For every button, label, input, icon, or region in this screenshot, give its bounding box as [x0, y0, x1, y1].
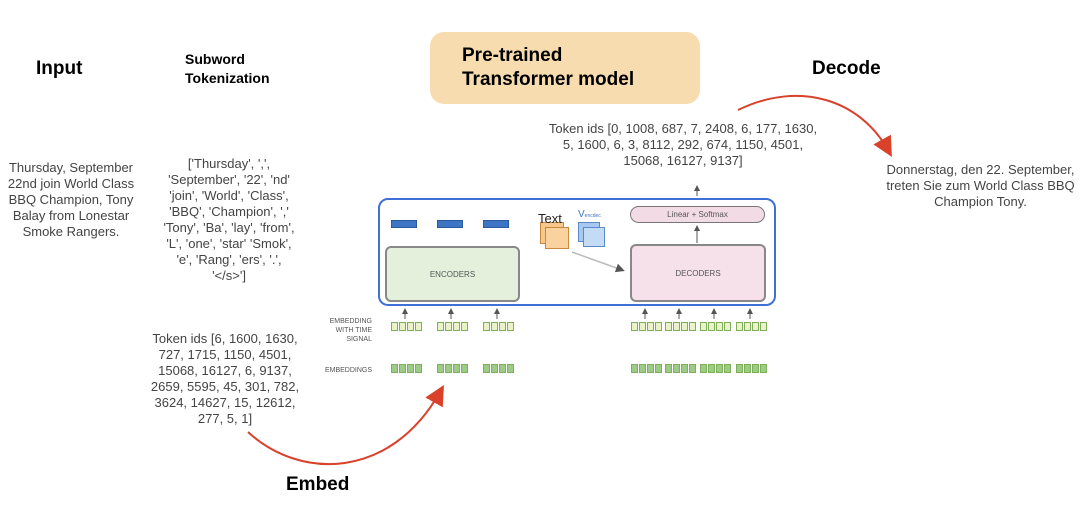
time-signal-embedding: [483, 322, 515, 331]
pretrained-model-title: Pre-trained Transformer model: [462, 45, 635, 90]
encoder-output-vector: [483, 220, 509, 228]
time-signal-embedding: [665, 322, 697, 331]
embed-label: Embed: [286, 474, 350, 495]
token-embedding: [437, 364, 469, 373]
input-header: Input: [36, 58, 83, 79]
time-signal-embedding: [736, 322, 768, 331]
time-signal-embedding: [391, 322, 423, 331]
pretrained-model-box: [430, 32, 700, 104]
value-matrix-icon: [583, 227, 605, 247]
kv-to-decoder-arrow: [571, 251, 625, 273]
v-matrix-label: Vencdec: [578, 209, 601, 220]
tokenization-header: Subword Tokenization: [185, 51, 270, 86]
token-embedding: [665, 364, 697, 373]
token-embedding: [391, 364, 423, 373]
encoder-output-vector: [391, 220, 417, 228]
input-token-ids: Token ids [6, 1600, 1630, 727, 1715, 115…: [150, 331, 300, 426]
time-signal-embedding: [437, 322, 469, 331]
token-embedding: [700, 364, 732, 373]
linear-softmax-block: Linear + Softmax: [630, 206, 765, 223]
encoders-block: ENCODERS: [385, 246, 520, 302]
output-token-ids: Token ids [0, 1008, 687, 7, 2408, 6, 177…: [548, 121, 818, 168]
subword-token-list: ['Thursday', ',', 'September', '22', 'nd…: [163, 156, 295, 283]
decoders-block: DECODERS: [630, 244, 766, 302]
k-matrix-label: Text: [538, 211, 562, 226]
output-sentence: Donnerstag, den 22. September, treten Si…: [886, 162, 1075, 209]
token-embedding: [736, 364, 768, 373]
token-embedding: [631, 364, 663, 373]
decode-arrow: [737, 95, 892, 157]
time-signal-embedding: [700, 322, 732, 331]
embeddings-label: EMBEDDINGS: [324, 367, 372, 374]
decode-header: Decode: [812, 58, 881, 79]
time-signal-embedding: [631, 322, 663, 331]
encoder-output-vector: [437, 220, 463, 228]
embedding-time-signal-label: EMBEDDING WITH TIME SIGNAL: [329, 318, 372, 343]
input-sentence: Thursday, September 22nd join World Clas…: [7, 160, 135, 239]
token-embedding: [483, 364, 515, 373]
embed-arrow: [247, 385, 444, 466]
key-matrix-icon: [545, 227, 569, 249]
